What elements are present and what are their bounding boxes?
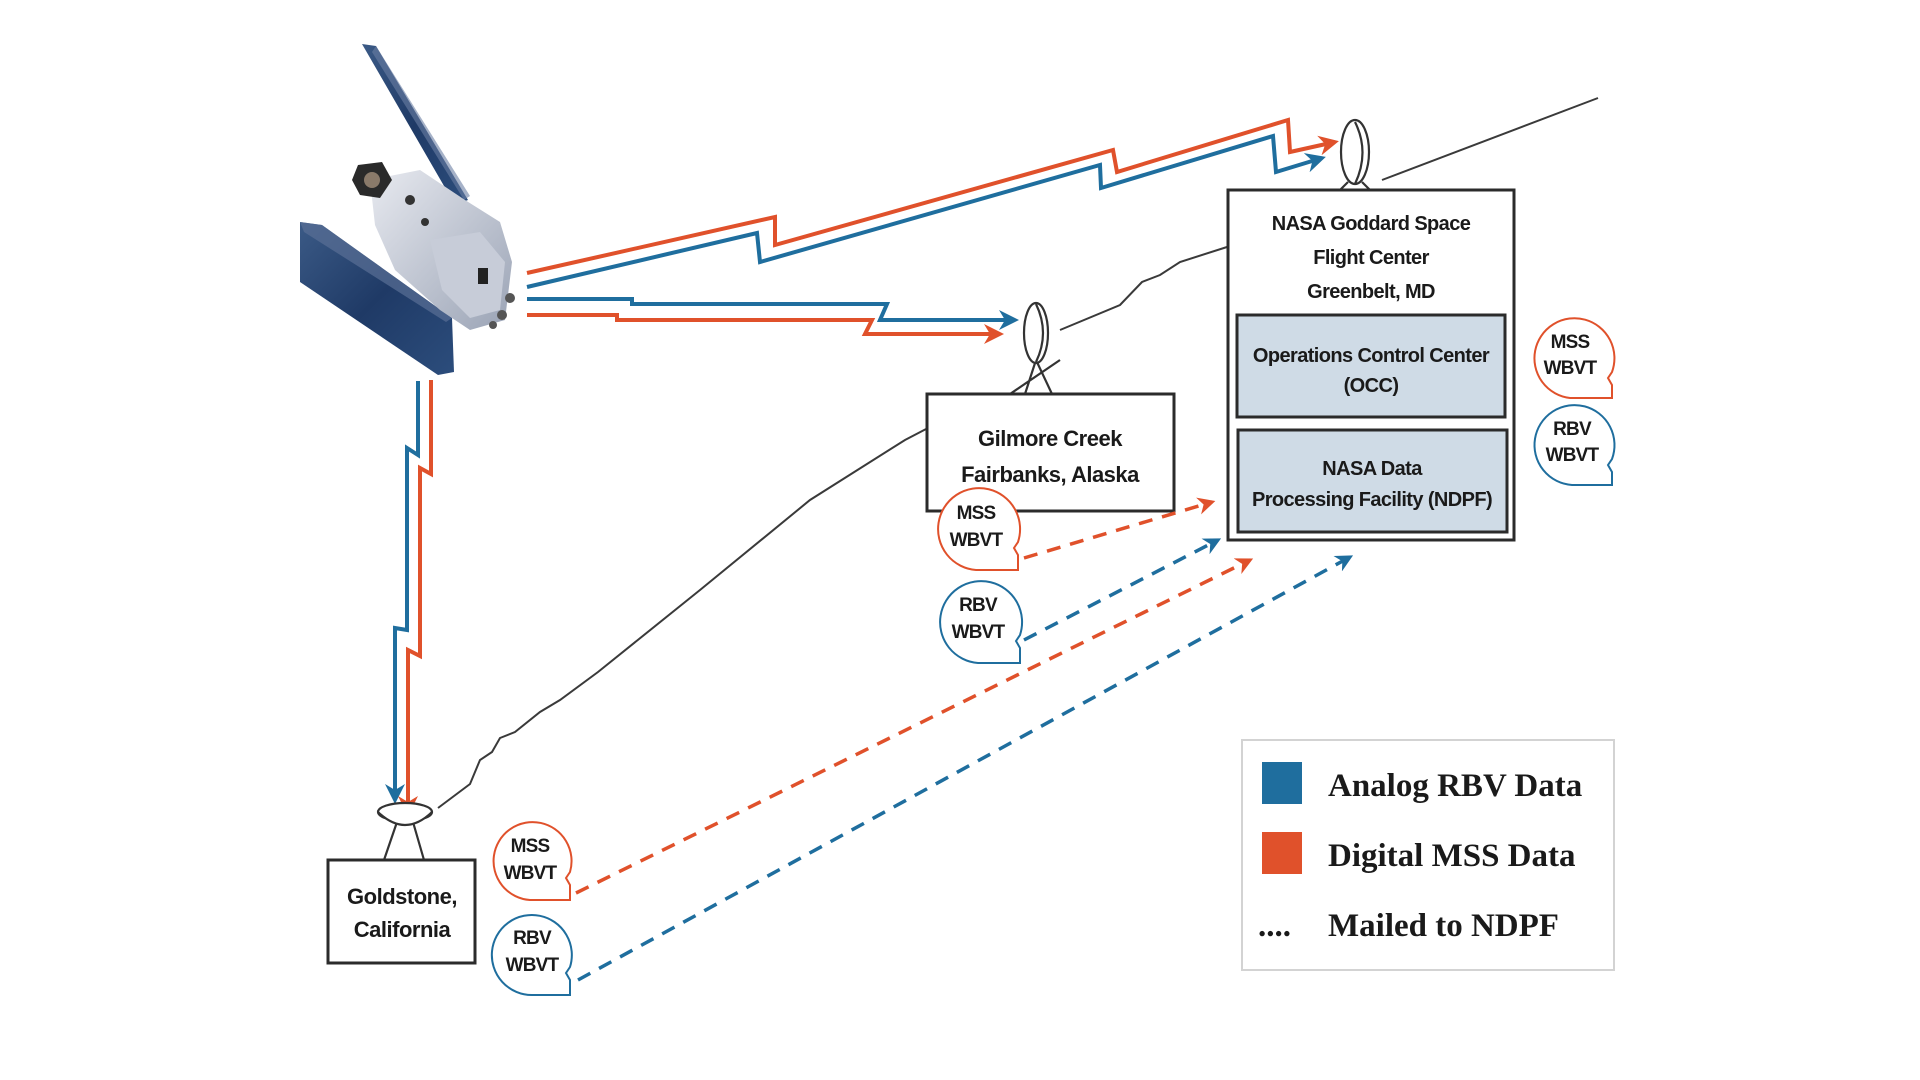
- goldstone-antenna-icon: [376, 801, 434, 861]
- mailed-links: [575, 497, 1354, 982]
- legend-item-rbv: Analog RBV Data: [1262, 762, 1582, 804]
- downlink-goddard-rbv: [526, 133, 1326, 289]
- mailed-gilmore-rbv: [1023, 538, 1222, 642]
- legend-mss-swatch: [1262, 832, 1302, 874]
- goldstone-mss-wbvt-bubble: MSS WBVT: [492, 821, 573, 901]
- legend-rbv-swatch: [1262, 762, 1302, 804]
- gilmore-rbv-wbvt-bubble: RBV WBVT: [939, 580, 1023, 664]
- mailed-goldstone-rbv: [577, 555, 1354, 982]
- downlink-goldstone-rbv: [385, 381, 420, 804]
- goddard-station: NASA Goddard Space Flight Center Greenbe…: [1226, 188, 1516, 542]
- legend-item-mss: Digital MSS Data: [1262, 832, 1576, 874]
- gilmore-label-line-2: Fairbanks, Alaska: [961, 462, 1140, 487]
- occ-box: Operations Control Center (OCC): [1235, 313, 1507, 419]
- downlink-goldstone: [385, 380, 433, 816]
- gilmore-rbv-label: RBV: [959, 595, 998, 616]
- goddard-label-line-3: Greenbelt, MD: [1307, 281, 1435, 303]
- goddard-label-line-2: Flight Center: [1313, 247, 1429, 269]
- downlink-goddard-mss: [526, 117, 1339, 275]
- goldstone-rbv-wbvt-bubble: RBV WBVT: [490, 914, 573, 997]
- legend-mailed-marker: ....: [1258, 908, 1291, 944]
- goldstone-rbv-label: RBV: [513, 928, 552, 949]
- legend-item-mailed: .... Mailed to NDPF: [1258, 908, 1559, 944]
- goddard-mss-wbvt-label: WBVT: [1544, 358, 1598, 379]
- mailed-gilmore-mss: [1023, 497, 1216, 560]
- downlink-goldstone-mss: [398, 380, 433, 816]
- goldstone-rbv-wbvt-label: WBVT: [506, 955, 560, 976]
- downlink-gilmore: [527, 297, 1019, 344]
- legend-rbv-label: Analog RBV Data: [1328, 768, 1582, 804]
- occ-label-line-1: Operations Control Center: [1253, 345, 1490, 367]
- goddard-mss-label: MSS: [1551, 332, 1590, 353]
- downlink-gilmore-rbv: [527, 297, 1019, 330]
- gilmore-rbv-wbvt-label: WBVT: [952, 622, 1006, 643]
- goldstone-label-line-2: California: [354, 917, 452, 942]
- ndpf-label-line-1: NASA Data: [1322, 458, 1423, 480]
- goddard-rbv-wbvt-label: WBVT: [1546, 445, 1600, 466]
- goldstone-label-line-1: Goldstone,: [347, 884, 457, 909]
- goddard-rbv-label: RBV: [1553, 419, 1592, 440]
- gilmore-mss-wbvt-label: WBVT: [950, 530, 1004, 551]
- goldstone-mss-label: MSS: [511, 836, 550, 857]
- gilmore-mss-wbvt-bubble: MSS WBVT: [937, 487, 1021, 571]
- gilmore-mss-label: MSS: [957, 503, 996, 524]
- horizon-line: [437, 97, 1599, 809]
- goldstone-mss-wbvt-label: WBVT: [504, 863, 558, 884]
- occ-label-line-2: (OCC): [1344, 375, 1399, 397]
- goddard-rbv-wbvt-bubble: RBV WBVT: [1533, 404, 1616, 486]
- goddard-label-line-1: NASA Goddard Space: [1272, 213, 1471, 235]
- ndpf-box: NASA Data Processing Facility (NDPF): [1236, 428, 1509, 534]
- legend: Analog RBV Data Digital MSS Data .... Ma…: [1241, 739, 1615, 971]
- legend-mailed-label: Mailed to NDPF: [1328, 908, 1559, 944]
- ndpf-label-line-2: Processing Facility (NDPF): [1252, 489, 1492, 511]
- goldstone-station: Goldstone, California: [326, 858, 477, 965]
- mailed-goldstone-mss: [575, 558, 1254, 895]
- legend-mss-label: Digital MSS Data: [1328, 838, 1576, 874]
- downlink-gilmore-mss: [527, 313, 1004, 344]
- satellite-icon: [300, 44, 515, 375]
- gilmore-antenna-icon: [1009, 301, 1061, 395]
- goddard-antenna-icon: [1339, 118, 1371, 191]
- downlink-goddard: [526, 117, 1339, 289]
- goddard-mss-wbvt-bubble: MSS WBVT: [1533, 317, 1616, 399]
- gilmore-label-line-1: Gilmore Creek: [978, 426, 1123, 451]
